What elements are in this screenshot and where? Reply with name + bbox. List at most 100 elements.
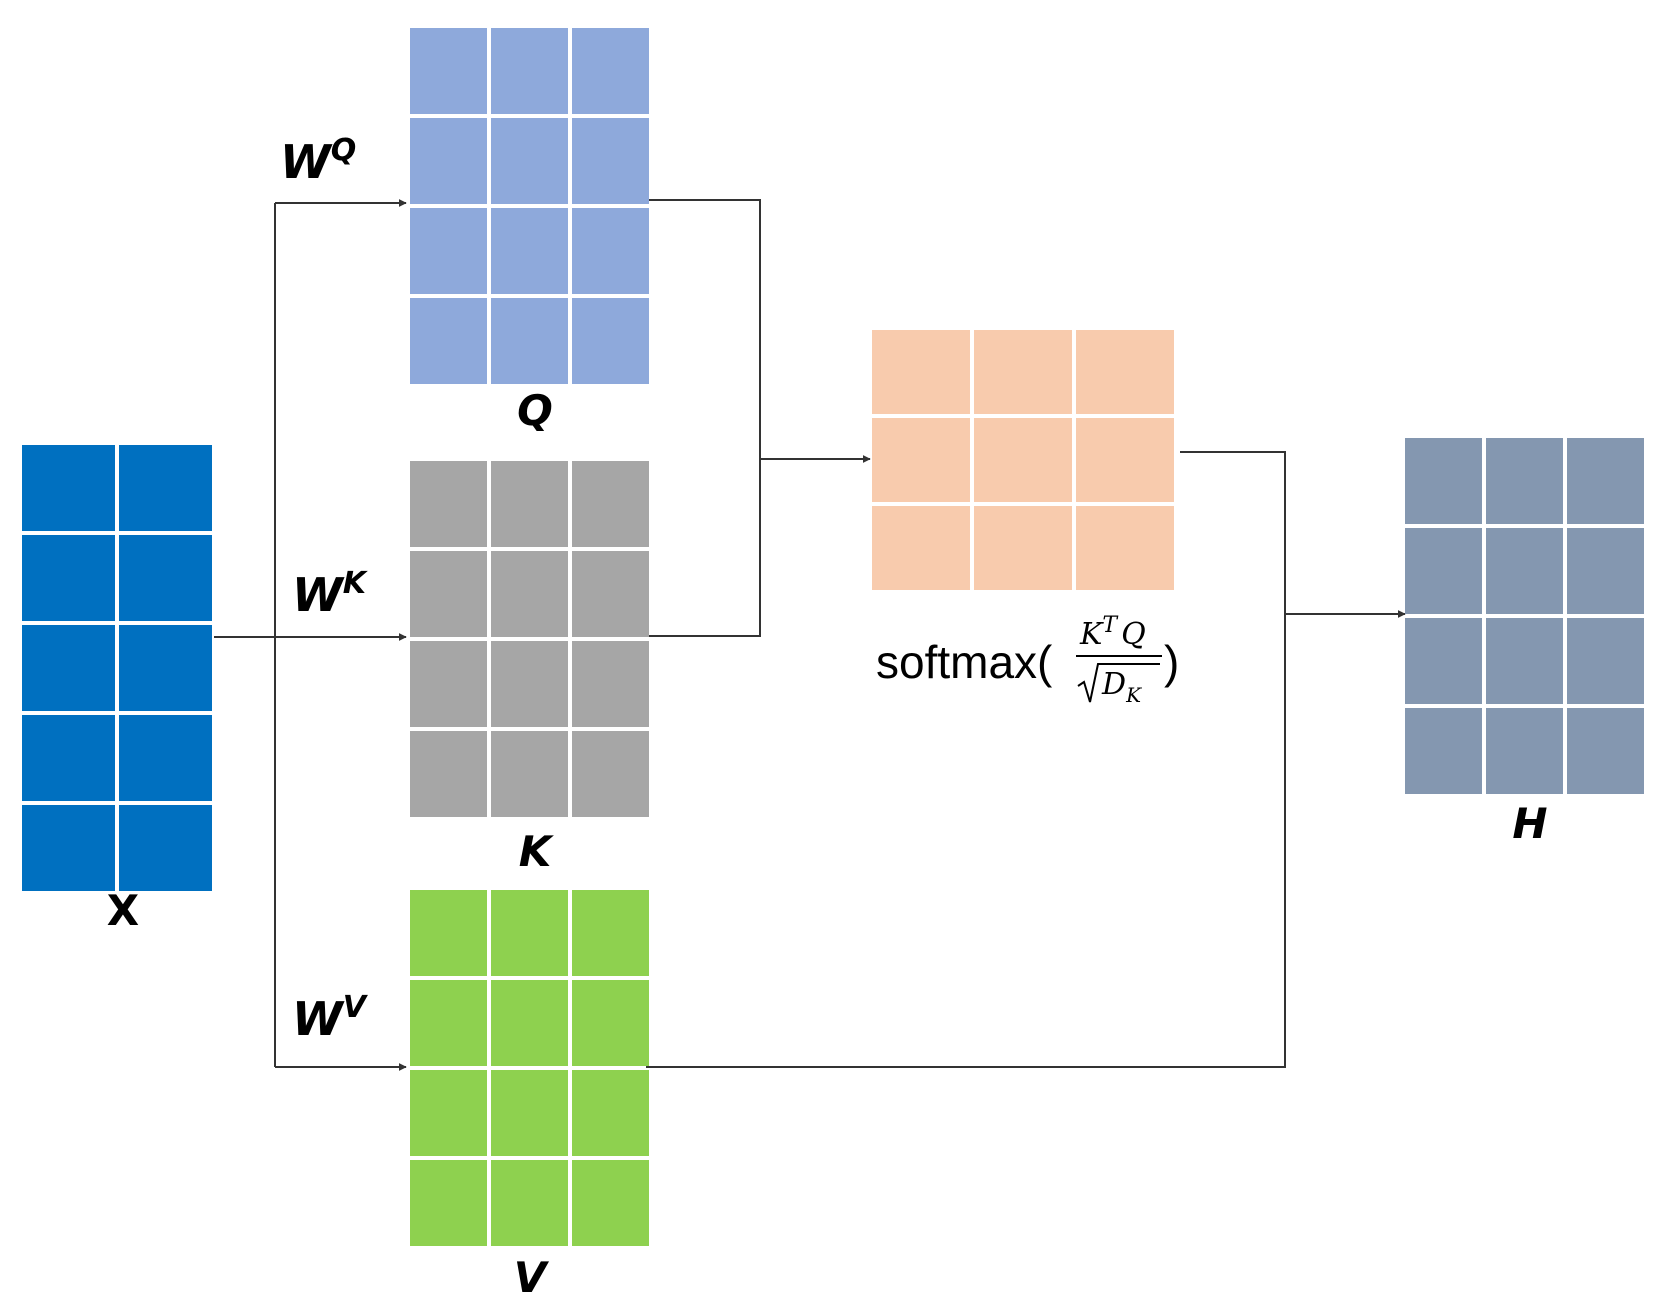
matrix-k-cell: [410, 731, 487, 817]
matrix-h-cell: [1567, 438, 1644, 524]
matrix-v-cell: [491, 890, 568, 976]
matrix-h-cell: [1405, 618, 1482, 704]
matrix-softmax: [872, 330, 1174, 590]
matrix-k-cell: [491, 461, 568, 547]
matrix-s-cell: [1076, 418, 1174, 502]
matrix-q-cell: [572, 298, 649, 384]
matrix-h-cell: [1486, 618, 1563, 704]
matrix-v-cell: [572, 1160, 649, 1246]
matrix-x-cell: [119, 535, 212, 621]
matrix-v-cell: [491, 1070, 568, 1156]
matrix-k-cell: [410, 551, 487, 637]
weight-v-base: W: [292, 992, 345, 1046]
softmax-sqrt-sign: [1077, 663, 1160, 703]
matrix-k-cell: [410, 461, 487, 547]
matrix-k-cell: [572, 641, 649, 727]
matrix-s-cell: [974, 418, 1072, 502]
matrix-q-cell: [491, 118, 568, 204]
matrix-v-cell: [572, 890, 649, 976]
weight-label-q: WQ: [280, 133, 356, 189]
matrix-s-cell: [872, 506, 970, 590]
softmax-num-base: K: [1079, 617, 1104, 652]
matrix-x-cell: [22, 715, 115, 801]
matrix-h-cell: [1405, 528, 1482, 614]
matrix-h-cell: [1486, 528, 1563, 614]
weight-k-base: W: [292, 568, 345, 622]
matrix-x-cell: [22, 445, 115, 531]
matrix-v-cell: [410, 890, 487, 976]
matrix-v: [410, 890, 649, 1246]
connectors: [214, 199, 1406, 1071]
matrix-k-cell: [410, 641, 487, 727]
weight-label-v: WV: [292, 990, 369, 1046]
matrix-v-cell: [491, 1160, 568, 1246]
matrix-x-cell: [119, 715, 212, 801]
matrix-s-cell: [872, 330, 970, 414]
connector-q-to-merge: [646, 199, 761, 637]
matrix-q-cell: [410, 298, 487, 384]
matrix-q-cell: [491, 208, 568, 294]
matrix-q: [410, 28, 649, 384]
label-x: X: [107, 886, 139, 935]
matrix-x-cell: [22, 625, 115, 711]
softmax-den-base: D: [1101, 667, 1126, 702]
matrix-q-cell: [410, 28, 487, 114]
matrix-h-cell: [1567, 708, 1644, 794]
matrix-h-cell: [1486, 708, 1563, 794]
matrix-x: [22, 445, 212, 891]
matrix-k-cell: [491, 641, 568, 727]
matrix-h-cell: [1486, 438, 1563, 524]
connector-softmax-to-merge: [646, 451, 1286, 1068]
matrix-h: [1405, 438, 1644, 794]
matrix-x-cell: [22, 805, 115, 891]
softmax-num-sup: T: [1102, 613, 1119, 638]
matrix-q-cell: [410, 208, 487, 294]
label-h: H: [1512, 799, 1547, 848]
weight-label-k: WK: [292, 566, 369, 622]
svg-text:DK: DK: [1101, 667, 1142, 707]
svg-text:WQ: WQ: [280, 133, 356, 189]
matrix-x-cell: [119, 445, 212, 531]
matrix-q-cell: [572, 208, 649, 294]
matrix-s-cell: [1076, 330, 1174, 414]
label-v: V: [514, 1253, 550, 1302]
matrix-k-cell: [572, 731, 649, 817]
matrix-q-cell: [491, 298, 568, 384]
softmax-num-tail: Q: [1121, 617, 1146, 652]
matrix-k-cell: [572, 551, 649, 637]
matrix-h-cell: [1567, 618, 1644, 704]
matrix-s-cell: [1076, 506, 1174, 590]
label-k: K: [519, 827, 555, 876]
matrix-x-cell: [22, 535, 115, 621]
weight-q-base: W: [280, 135, 333, 189]
matrix-h-cell: [1405, 438, 1482, 524]
matrix-v-cell: [572, 1070, 649, 1156]
matrix-q-cell: [572, 118, 649, 204]
svg-text:WV: WV: [292, 990, 369, 1046]
weight-q-sup: Q: [331, 133, 357, 168]
matrix-v-cell: [410, 980, 487, 1066]
softmax-close: ): [1164, 636, 1179, 688]
weight-k-sup: K: [343, 566, 369, 601]
matrix-x-cell: [119, 805, 212, 891]
matrix-v-cell: [410, 1070, 487, 1156]
matrix-k-cell: [491, 731, 568, 817]
matrix-q-cell: [410, 118, 487, 204]
label-q: Q: [517, 386, 553, 435]
matrix-h-cell: [1405, 708, 1482, 794]
matrix-x-cell: [119, 625, 212, 711]
matrix-q-cell: [572, 28, 649, 114]
matrix-s-cell: [974, 330, 1072, 414]
matrix-h-cell: [1567, 528, 1644, 614]
matrix-q-cell: [491, 28, 568, 114]
matrix-v-cell: [491, 980, 568, 1066]
matrix-k-cell: [572, 461, 649, 547]
matrix-s-cell: [974, 506, 1072, 590]
matrix-s-cell: [872, 418, 970, 502]
svg-text:WK: WK: [292, 566, 369, 622]
svg-text:KTQ: KTQ: [1079, 613, 1146, 652]
matrix-v-cell: [410, 1160, 487, 1246]
matrix-v-cell: [572, 980, 649, 1066]
